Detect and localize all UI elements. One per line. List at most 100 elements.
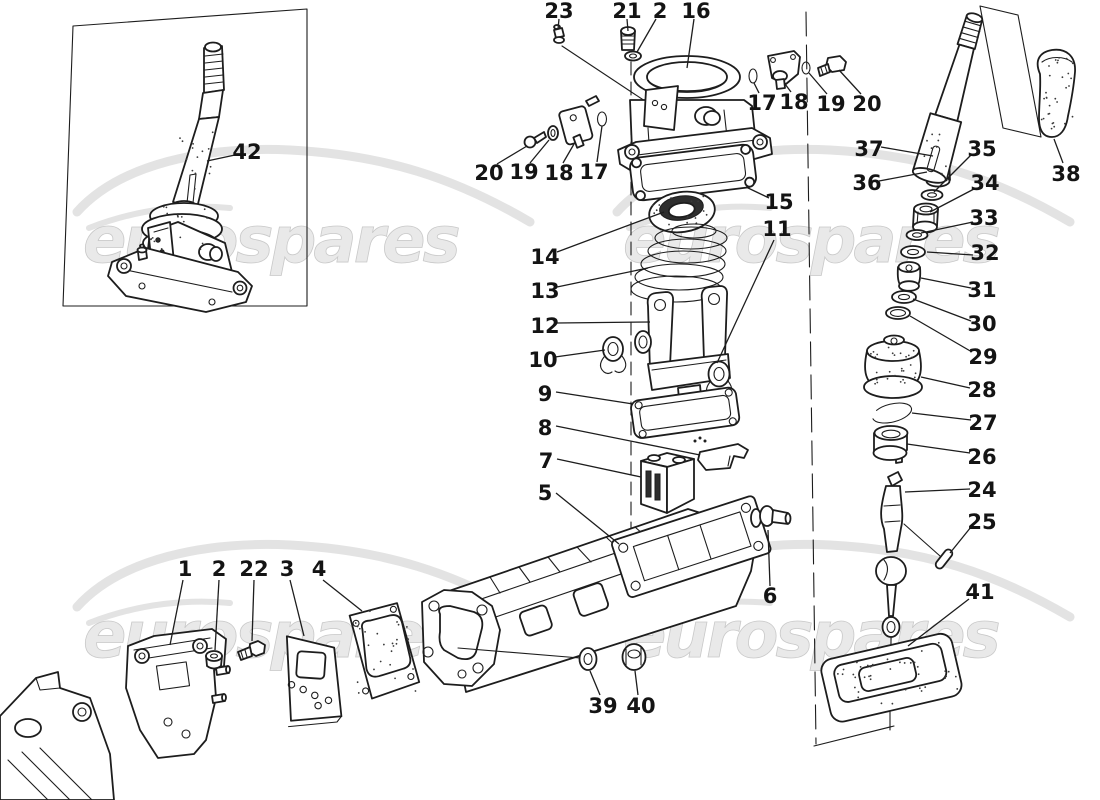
stipple-dot xyxy=(1065,86,1067,89)
stipple-dot xyxy=(924,686,927,689)
stipple-dot xyxy=(1061,76,1064,79)
stipple-dot xyxy=(913,661,916,664)
stipple-dot xyxy=(894,374,896,377)
stipple-dot xyxy=(653,212,656,215)
stipple-dot xyxy=(153,240,156,243)
stipple-dot xyxy=(891,702,894,705)
part-31-rubber-bush xyxy=(896,261,922,292)
stipple-dot xyxy=(917,673,920,676)
part-label-12-17: 12 xyxy=(530,314,559,338)
stipple-dot xyxy=(199,248,202,251)
stipple-dot xyxy=(394,677,396,680)
stipple-dot xyxy=(935,146,938,148)
stipple-dot xyxy=(900,367,903,370)
stipple-dot xyxy=(930,147,933,150)
part-label-18-11: 18 xyxy=(544,161,573,185)
stipple-dot xyxy=(859,665,862,668)
stipple-dot xyxy=(893,354,896,356)
stipple-dot xyxy=(909,364,912,366)
part-label-5-22: 5 xyxy=(538,481,553,505)
part-label-36-25: 36 xyxy=(852,171,881,195)
stipple-dot xyxy=(869,678,872,681)
part-label-4-44: 4 xyxy=(312,557,327,581)
stipple-dot xyxy=(872,351,875,353)
stipple-dot xyxy=(863,676,866,679)
stipple-dot xyxy=(1057,59,1059,62)
stipple-dot xyxy=(880,702,883,705)
stipple-dot xyxy=(392,645,395,647)
stipple-dot xyxy=(923,155,926,158)
stipple-dot xyxy=(926,139,928,142)
part-7-guide-block xyxy=(640,452,695,514)
stipple-dot xyxy=(888,370,891,373)
part-17-oring-left xyxy=(596,111,608,127)
stipple-dot xyxy=(211,131,214,134)
part-label-42-0: 42 xyxy=(232,140,261,164)
stipple-dot xyxy=(1040,118,1043,121)
part-label-26-35: 26 xyxy=(967,445,996,469)
stipple-dot xyxy=(694,217,697,219)
stipple-dot xyxy=(397,623,400,626)
stipple-dot xyxy=(927,168,930,171)
part-label-11-14: 11 xyxy=(762,217,791,241)
stipple-dot xyxy=(945,675,948,678)
stipple-dot xyxy=(913,376,916,379)
stipple-dot xyxy=(396,638,398,641)
stipple-dot xyxy=(395,642,398,645)
stipple-dot xyxy=(206,217,209,219)
stipple-dot xyxy=(914,372,917,375)
stipple-dot xyxy=(191,169,194,172)
part-label-28-33: 28 xyxy=(967,378,996,402)
part-label-16-4: 16 xyxy=(681,0,710,23)
stipple-dot xyxy=(1070,77,1072,80)
part-19-washer-left xyxy=(547,125,559,141)
stipple-dot xyxy=(891,352,894,355)
inset-box-border xyxy=(62,8,308,307)
part-label-15-13: 15 xyxy=(764,190,793,214)
stipple-dot xyxy=(931,133,934,136)
stipple-dot xyxy=(842,668,845,671)
part-label-13-16: 13 xyxy=(530,279,559,303)
part-label-17-12: 17 xyxy=(579,160,608,184)
stipple-dot xyxy=(1042,117,1045,120)
part-27-snap-ring xyxy=(871,402,913,424)
stipple-dot xyxy=(1058,56,1060,59)
part-17-oring-right xyxy=(748,68,758,84)
stipple-dot xyxy=(379,660,382,663)
part-40-nut xyxy=(621,643,647,671)
stipple-dot xyxy=(898,661,901,664)
part-3-backing-plate xyxy=(285,635,343,728)
stipple-dot xyxy=(903,662,906,664)
part-label-31-30: 31 xyxy=(967,278,996,302)
part-label-9-19: 9 xyxy=(538,382,553,406)
stipple-dot xyxy=(655,209,658,212)
stipple-dot xyxy=(868,675,870,678)
part-label-2-3: 2 xyxy=(653,0,668,23)
stipple-dot xyxy=(705,213,708,216)
stipple-dot xyxy=(1071,62,1074,65)
stipple-dot xyxy=(903,382,906,384)
stipple-dot xyxy=(376,632,379,635)
stipple-dot xyxy=(889,668,892,670)
stipple-dot xyxy=(1064,122,1066,125)
stipple-dot xyxy=(668,223,670,226)
stipple-dot xyxy=(193,188,196,190)
stipple-dot xyxy=(852,673,855,676)
stipple-dot xyxy=(201,150,204,153)
stipple-dot xyxy=(192,143,195,145)
stipple-dot xyxy=(702,195,705,198)
stipple-dot xyxy=(902,370,905,372)
stipple-dot xyxy=(182,220,185,223)
stipple-dot xyxy=(886,658,889,661)
part-37-upper-lever xyxy=(911,12,984,184)
part-label-25-37: 25 xyxy=(967,510,996,534)
stipple-dot xyxy=(1045,91,1047,94)
stipple-dot xyxy=(938,133,941,136)
part-label-10-18: 10 xyxy=(528,348,557,372)
gearbox-end-fragment xyxy=(0,671,115,800)
stipple-dot xyxy=(956,688,959,690)
stipple-dot xyxy=(918,687,921,690)
part-label-41-39: 41 xyxy=(965,580,994,604)
